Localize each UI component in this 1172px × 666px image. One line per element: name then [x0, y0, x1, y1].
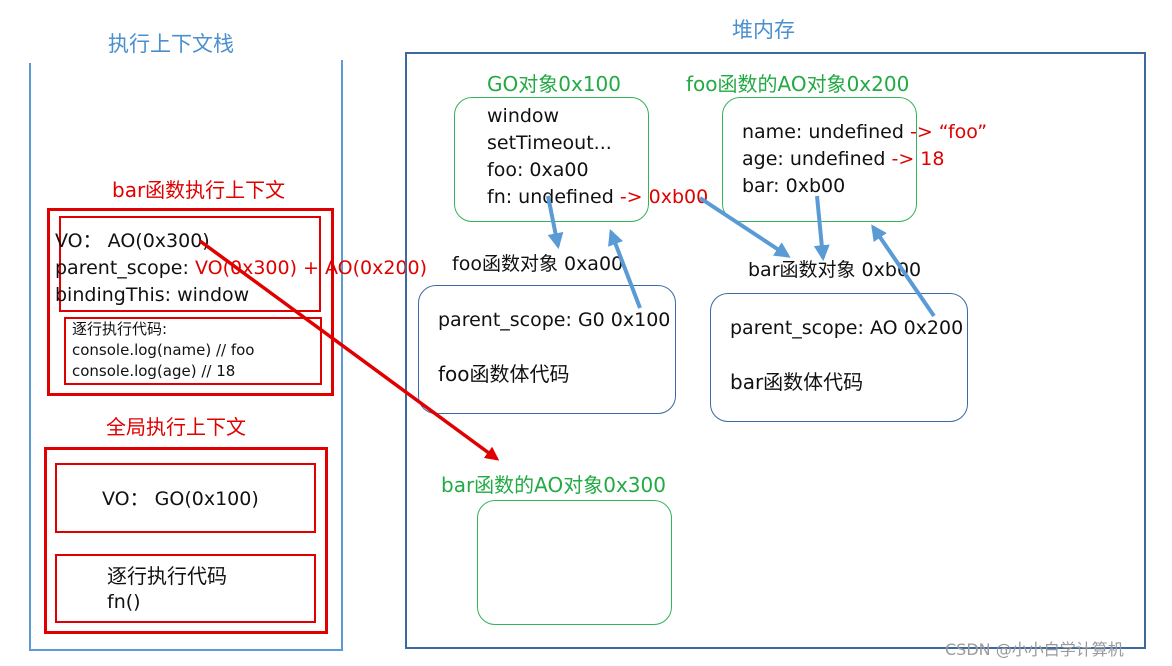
- bar-ao-box: [477, 500, 672, 625]
- arrow-go-fn-to-bar-fn: [698, 196, 791, 258]
- stack-bottom: [29, 649, 343, 651]
- go-line-window: window: [487, 105, 560, 127]
- stack-title: 执行上下文栈: [108, 32, 234, 56]
- global-ctx-code-box: [55, 554, 316, 623]
- global-ctx-vo-box: [55, 463, 316, 533]
- bar-ao-title: bar函数的AO对象0x300: [441, 473, 666, 497]
- bar-fn-parent-scope: parent_scope: AO 0x200: [730, 317, 964, 339]
- bar-fn-body: bar函数体代码: [730, 370, 864, 394]
- stack-left-wall: [29, 63, 31, 651]
- go-line-settimeout: setTimeout...: [487, 132, 612, 154]
- arrow-foo-ao-bar-to-bar-fn: [813, 195, 830, 262]
- foo-ao-age-change: -> 18: [891, 148, 945, 170]
- foo-ao-age-label: age: undefined: [742, 148, 892, 170]
- foo-ao-name-label: name: undefined: [742, 121, 910, 143]
- bar-ctx-vo: VO： AO(0x300): [55, 230, 210, 252]
- bar-fn-box: [710, 293, 968, 422]
- arrow-foo-fn-scope-to-go: [608, 229, 642, 309]
- bar-ctx-code-title: 逐行执行代码:: [72, 320, 168, 338]
- foo-fn-title: foo函数对象 0xa00: [452, 253, 624, 275]
- watermark: CSDN @小小白学计算机: [945, 640, 1124, 659]
- foo-ao-name-change: -> “foo”: [909, 121, 988, 143]
- bar-ctx-code-line2: console.log(age) // 18: [72, 362, 236, 380]
- foo-ao-age: age: undefined -> 18: [742, 146, 944, 173]
- global-ctx-box: [44, 447, 328, 634]
- go-line-foo: foo: 0xa00: [487, 159, 589, 181]
- bar-ctx-box: [47, 208, 334, 396]
- foo-fn-box: [418, 285, 676, 414]
- foo-ao-title: foo函数的AO对象0x200: [686, 72, 910, 96]
- foo-fn-parent-scope: parent_scope: G0 0x100: [438, 309, 671, 331]
- bar-ctx-parent-scope: parent_scope: VO(0x300) + AO(0x200): [55, 255, 427, 282]
- go-line-fn: fn: undefined -> 0xb00: [487, 184, 708, 211]
- arrow-bar-fn-scope-to-foo-ao: [871, 224, 936, 318]
- foo-ao-bar: bar: 0xb00: [742, 175, 846, 197]
- bar-ctx-parent-scope-value: VO(0x300) + AO(0x200): [194, 257, 428, 279]
- global-ctx-code-line: fn(): [107, 591, 141, 613]
- foo-fn-body: foo函数体代码: [438, 362, 570, 386]
- heap-frame: [405, 52, 1146, 649]
- stack-right-wall: [341, 60, 343, 651]
- go-title: GO对象0x100: [487, 72, 621, 96]
- foo-ao-name: name: undefined -> “foo”: [742, 119, 987, 146]
- bar-ctx-title: bar函数执行上下文: [112, 178, 286, 202]
- global-ctx-code-title: 逐行执行代码: [107, 564, 227, 588]
- global-ctx-vo: VO： GO(0x100): [102, 488, 259, 510]
- arrow-bar-vo-to-bar-ao: [198, 239, 500, 461]
- go-fn-change: -> 0xb00: [619, 186, 709, 208]
- global-ctx-title: 全局执行上下文: [106, 415, 246, 439]
- bar-ctx-vo-box: [59, 216, 321, 312]
- bar-ctx-binding-this: bindingThis: window: [55, 284, 250, 306]
- go-fn-label: fn: undefined: [487, 186, 620, 208]
- bar-ctx-code-line1: console.log(name) // foo: [72, 341, 255, 359]
- bar-ctx-parent-scope-label: parent_scope:: [55, 257, 195, 279]
- heap-title: 堆内存: [732, 18, 795, 42]
- bar-ctx-code-box: [64, 317, 322, 385]
- bar-fn-title: bar函数对象 0xb00: [748, 259, 922, 281]
- arrow-go-foo-to-foo-fn: [546, 195, 564, 250]
